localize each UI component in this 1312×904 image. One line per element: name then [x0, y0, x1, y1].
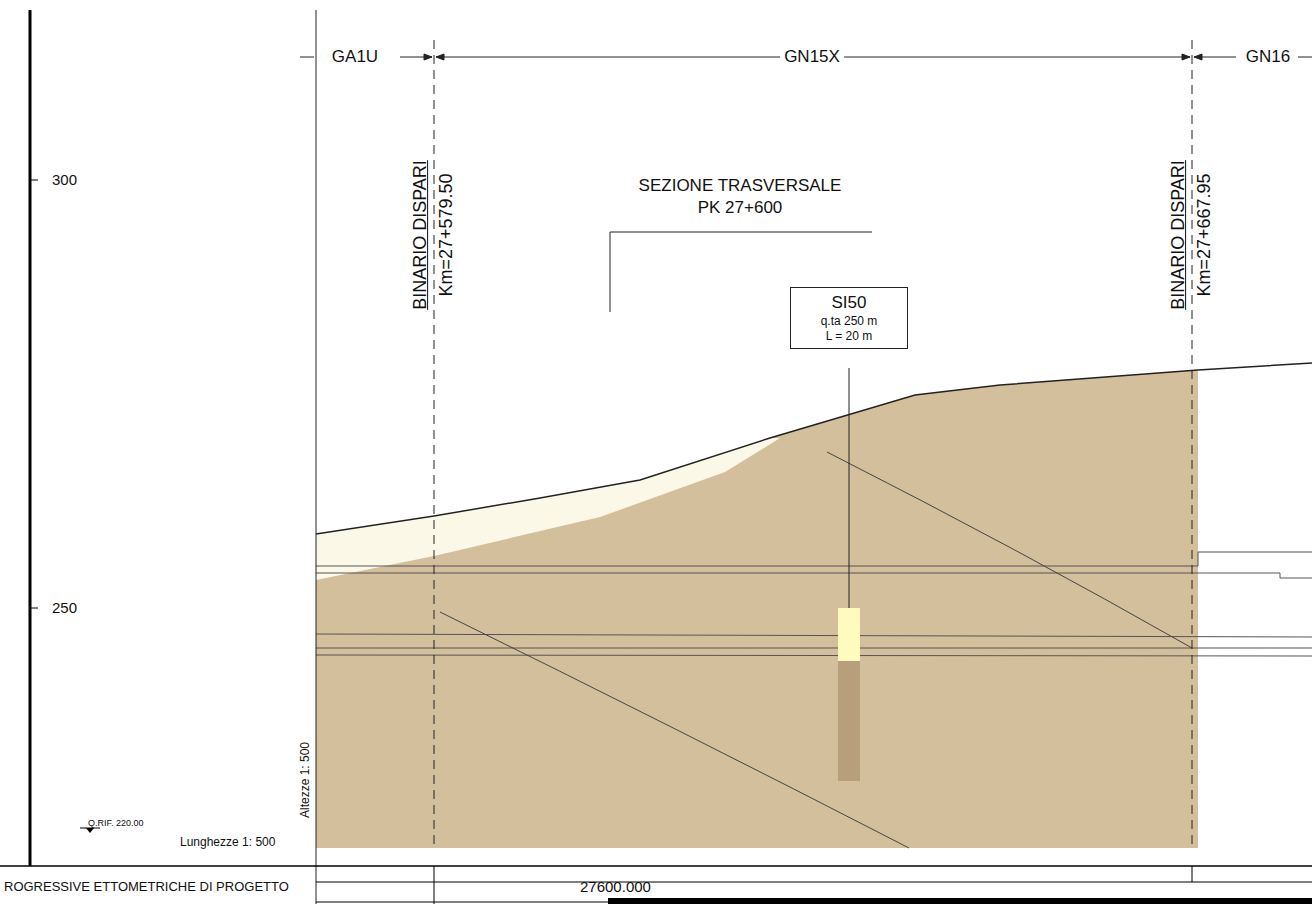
- chainage-value: Km=27+579.50: [437, 173, 457, 296]
- track-label: BINARIO DISPARI: [1169, 160, 1189, 310]
- segment-code: GN16: [1242, 48, 1294, 67]
- tunnel-lines: [316, 552, 1312, 656]
- geologic-boundary: [827, 452, 1192, 648]
- frame-line: [1192, 866, 1193, 882]
- section-title: SEZIONE TRASVERSALE: [639, 177, 842, 196]
- segment-code: GN15X: [780, 48, 844, 67]
- elevation-value: 300: [52, 172, 77, 189]
- terrain-line: [316, 363, 1312, 534]
- chainage-value: Km=27+667.95: [1195, 173, 1215, 296]
- scale-note: Altezze 1: 500: [299, 742, 312, 818]
- frame-line: [0, 865, 1312, 867]
- chainage-line: [1192, 40, 1193, 848]
- borehole-layer: [838, 661, 860, 781]
- chainage-value: 27600.000: [580, 879, 651, 896]
- segment-code: GA1U: [328, 48, 382, 67]
- row-heading: ROGRESSIVE ETTOMETRICHE DI PROGETTO: [4, 880, 289, 894]
- borehole-id: SI50: [799, 292, 899, 314]
- frame-line: [316, 902, 608, 903]
- chainage-bar: [608, 898, 1312, 904]
- borehole-layer: [838, 608, 860, 661]
- frame-line: [316, 10, 317, 904]
- section-title: PK 27+600: [698, 199, 783, 218]
- borehole-data: q.ta 250 m: [799, 314, 899, 329]
- surface-layer: [316, 438, 780, 580]
- frame-line: [434, 866, 435, 904]
- frame-line: [316, 882, 1312, 883]
- borehole-box: SI50q.ta 250 mL = 20 m: [790, 287, 908, 349]
- axis-tick: [30, 180, 38, 181]
- elevation-axis: [29, 10, 32, 866]
- scale-note: Lunghezze 1: 500: [180, 836, 275, 849]
- axis-tick: [30, 608, 38, 609]
- reference-mark: [86, 828, 94, 833]
- elevation-value: 250: [52, 600, 77, 617]
- borehole-data: L = 20 m: [799, 329, 899, 344]
- track-label: BINARIO DISPARI: [411, 160, 431, 310]
- leader-line: [849, 368, 850, 608]
- chainage-line: [434, 40, 435, 848]
- reference-level: Q.RIF. 220.00: [88, 819, 144, 829]
